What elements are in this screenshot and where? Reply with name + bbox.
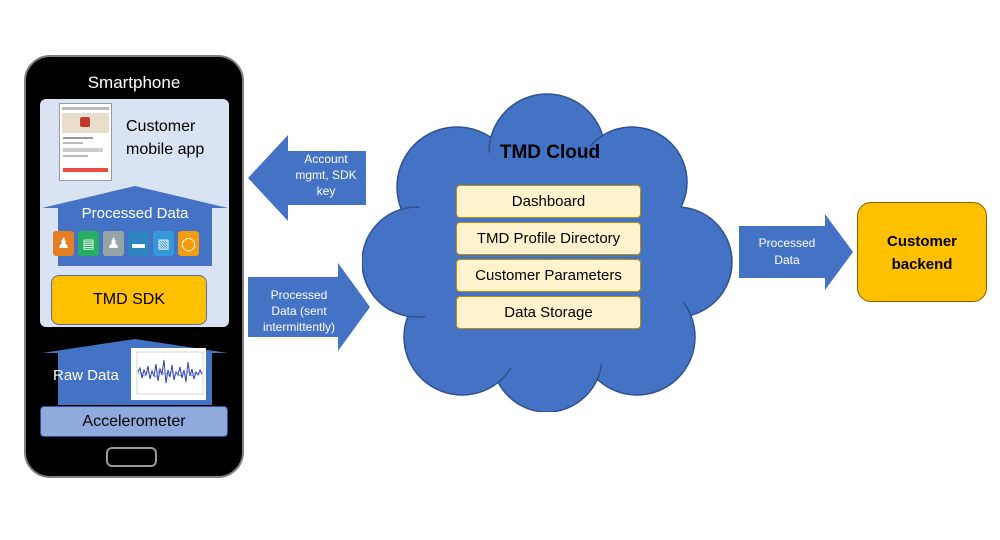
app-screenshot-line [63, 148, 103, 152]
tmd-sdk-box: TMD SDK [51, 275, 207, 325]
app-screenshot-button [63, 168, 108, 172]
walk-icon: ♟ [53, 231, 74, 256]
train-icon: ▤ [78, 231, 99, 256]
cloud-title: TMD Cloud [499, 142, 601, 163]
cloud-item-customer-parameters: Customer Parameters [456, 259, 641, 292]
app-screenshot-header [62, 107, 109, 110]
account-arrow-line2: mgmt, SDK [295, 168, 357, 182]
bus-icon: ▧ [153, 231, 174, 256]
processed-to-cloud-line3: intermittently) [262, 320, 336, 334]
home-button [106, 447, 157, 467]
processed-to-cloud-line1: Processed [270, 288, 328, 302]
car-icon: ▬ [128, 231, 149, 256]
account-arrow [248, 135, 366, 221]
processed-to-backend-line2: Data [774, 253, 800, 267]
processed-to-cloud-arrow [248, 263, 370, 351]
account-arrow-line1: Account [304, 152, 348, 166]
customer-backend-box [857, 202, 987, 302]
customer-backend-line2: backend [891, 255, 953, 273]
mode-icons-row: ♟ ▤ ♟ ▬ ▧ ◯ [53, 231, 213, 257]
app-screenshot-line [63, 137, 93, 139]
processed-to-backend-arrow [739, 214, 853, 290]
accelerometer-box: Accelerometer [40, 406, 228, 437]
processed-to-cloud-line2: Data (sent [271, 304, 327, 318]
app-screenshot-line [63, 155, 88, 157]
app-label-line1: Customer [126, 118, 196, 135]
processed-data-label: Processed Data [81, 204, 189, 222]
bicycle-icon: ◯ [178, 231, 199, 256]
cloud-item-profile-directory: TMD Profile Directory [456, 222, 641, 255]
stand-icon: ♟ [103, 231, 124, 256]
app-screenshot [59, 103, 112, 181]
cloud-item-dashboard: Dashboard [456, 185, 641, 218]
app-screenshot-line [63, 142, 83, 144]
app-screenshot-map [62, 113, 109, 133]
app-screenshot-map-pin [80, 117, 90, 127]
customer-backend-line1: Customer [886, 232, 957, 250]
account-arrow-line3: key [316, 184, 336, 198]
raw-signal-plot [131, 348, 206, 400]
processed-to-backend-line1: Processed [758, 236, 816, 250]
smartphone-title: Smartphone [87, 73, 181, 92]
raw-data-label: Raw Data [53, 367, 119, 384]
app-label-line2: mobile app [126, 141, 205, 158]
cloud-item-data-storage: Data Storage [456, 296, 641, 329]
